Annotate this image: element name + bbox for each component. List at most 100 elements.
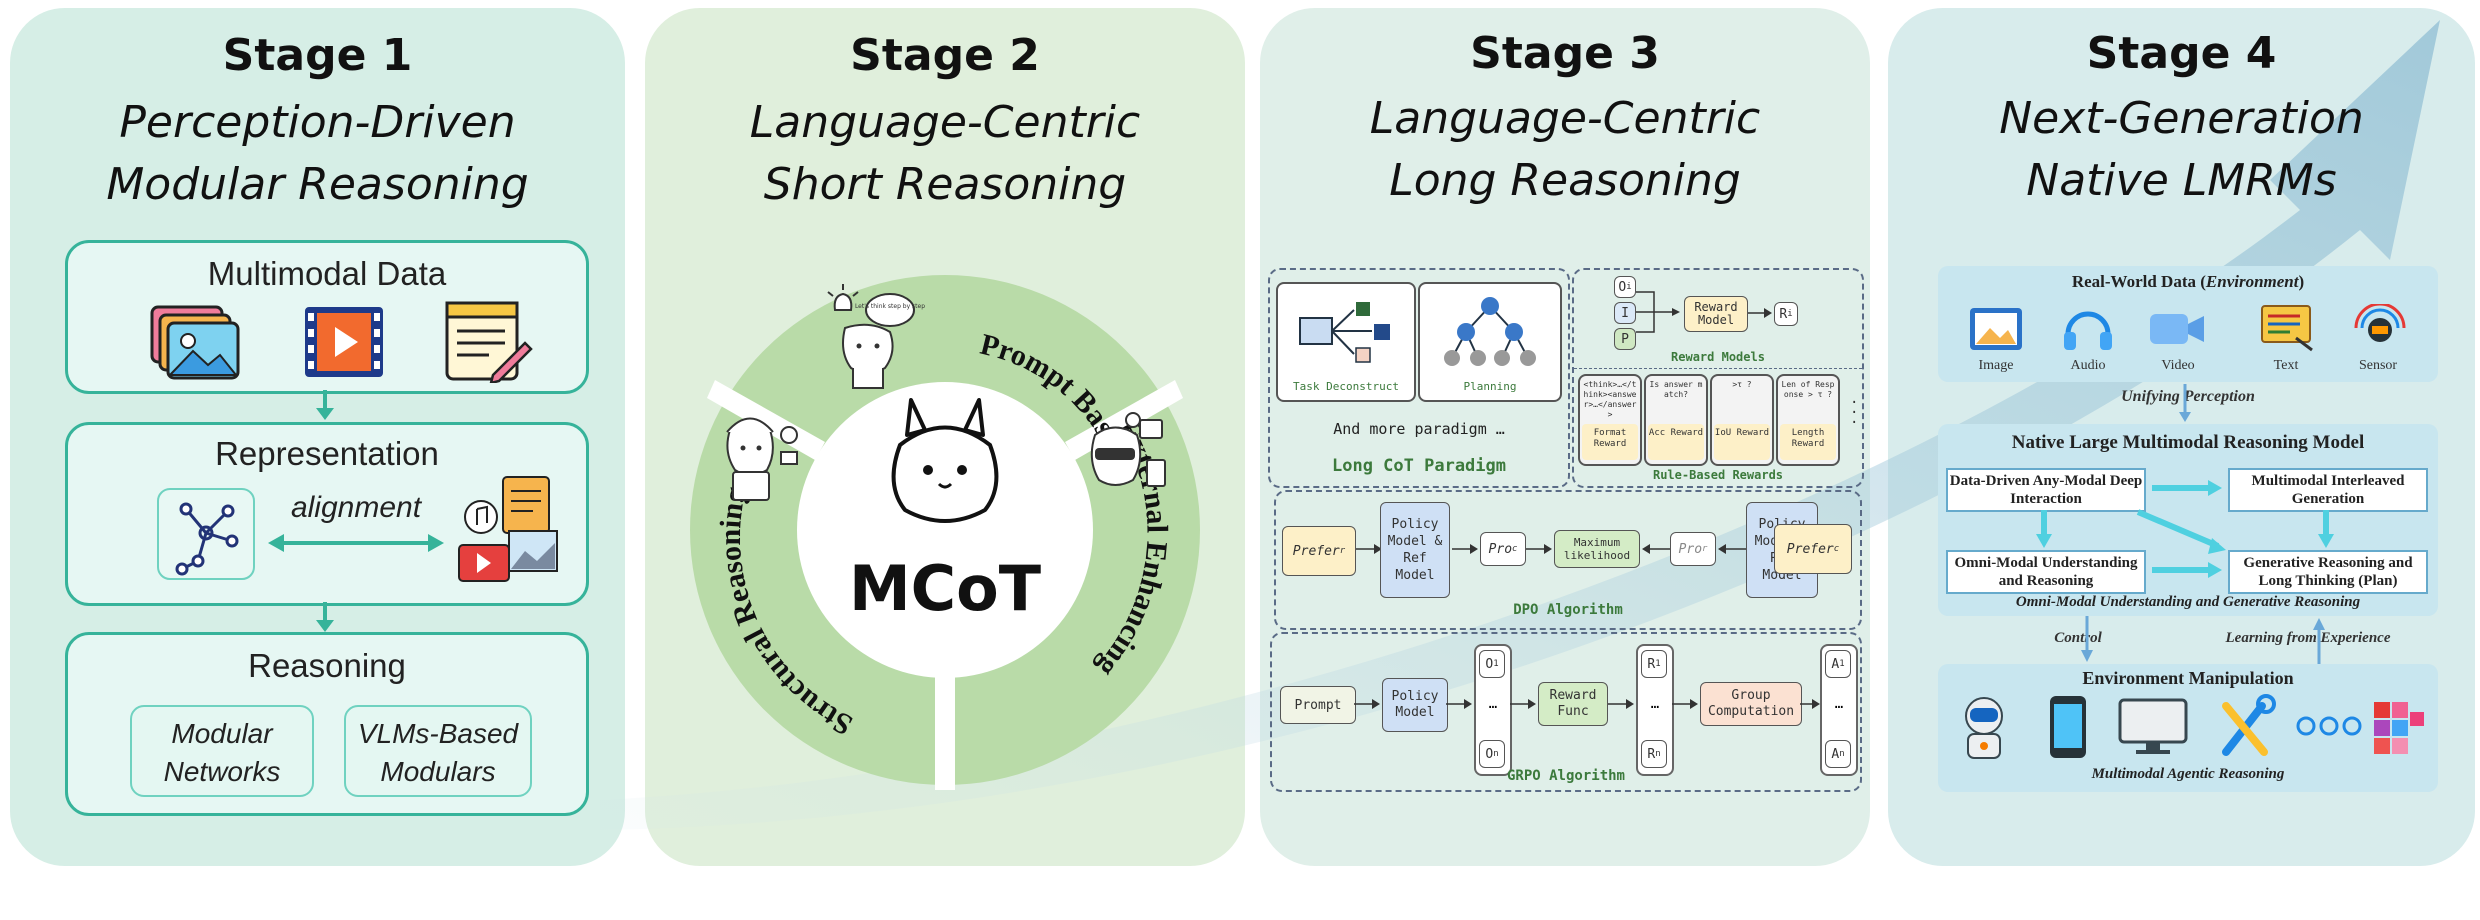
interleaved-box: Multimodal Interleaved Generation (2228, 468, 2428, 512)
stage1-subtitle-2: Modular Reasoning (106, 159, 529, 210)
agentic-caption: Multimodal Agentic Reasoning (2091, 766, 2285, 782)
arrow-left-icon (1718, 544, 1746, 554)
native-model-box: Native Large Multimodal Reasoning Model … (1938, 424, 2438, 616)
stage2-subtitle-1: Language-Centric (749, 97, 1141, 148)
builder-llama-icon (726, 417, 798, 501)
arrow-right-icon (1354, 699, 1380, 709)
env-manip-title: Environment Manipulation (2082, 668, 2294, 688)
rule-reward-condition: Is answer match? (1649, 380, 1703, 399)
task-deconstruct-label: Task Deconstruct (1293, 380, 1399, 393)
multimodal-data-box: Multimodal Data (65, 240, 589, 394)
vlms-based-box: VLMs-Based Modulars (344, 705, 532, 797)
long-cot-box: Task Deconstruct Planning And more parad… (1268, 268, 1570, 488)
arrow-right-icon (1672, 699, 1698, 709)
arrow-right-icon (1748, 308, 1772, 318)
stage3: Stage 3 Language-Centric Long Reasoning … (1260, 0, 1870, 870)
rule-reward-name: Format Reward (1582, 424, 1638, 460)
llama-icon (891, 398, 999, 523)
arrow-down-icon (2179, 384, 2191, 422)
real-world-title: Real-World Data (Environment) (2071, 272, 2305, 291)
video-label: Video (2161, 358, 2195, 373)
prompt-node: Prompt (1280, 686, 1356, 724)
arrow-right-icon (1356, 544, 1382, 554)
rule-reward-name: IoU Reward (1714, 424, 1770, 460)
stage4-title: Stage 4 (2086, 28, 2277, 79)
audio-label: Audio (2070, 358, 2106, 373)
dpo-label: DPO Algorithm (1513, 602, 1623, 618)
rule-based-cards: <think>…</think><answer>…</answer>Format… (1578, 374, 1848, 466)
generative-box: Generative Reasoning and Long Thinking (… (2228, 550, 2428, 594)
arrow-right-icon (1446, 699, 1472, 709)
document-icon (445, 301, 533, 383)
alignment-label: alignment (290, 491, 422, 524)
unifying-perception: Unifying Perception (2121, 388, 2255, 405)
task-deconstruct-icon (1299, 302, 1390, 363)
reasoning-box: Reasoning Modular Networks VLMs-Based Mo… (65, 632, 589, 816)
group-comp-node: Group Computation (1700, 682, 1802, 726)
headphones-icon (2064, 311, 2112, 350)
long-cot-label: Long CoT Paradigm (1332, 456, 1506, 476)
video-camera-icon (2150, 314, 2204, 344)
control-label: Control (2054, 630, 2102, 646)
i-node: I (1614, 302, 1636, 324)
more-dots-icon (2296, 716, 2362, 736)
rule-reward-name: Acc Reward (1648, 424, 1704, 460)
video-icon (305, 307, 383, 377)
representation-box: Representation alignment (65, 422, 589, 606)
arrow-right-icon (1526, 544, 1552, 554)
robot-icon (1965, 697, 2003, 759)
mcot-center-label: MCoT (849, 552, 1041, 625)
planning-label: Planning (1463, 380, 1517, 393)
apps-grid-icon (2374, 702, 2424, 754)
rule-based-label: Rule-Based Rewards (1652, 468, 1784, 482)
arrow-right-icon (1800, 699, 1820, 709)
learning-label: Learning from Experience (2225, 630, 2391, 646)
modular-networks-box: Modular Networks (130, 705, 314, 797)
modular-networks-line2: Networks (163, 756, 281, 787)
modular-networks-line1: Modular (171, 718, 273, 749)
merge-arrow-icon (1636, 291, 1680, 333)
arrow-right-icon (1510, 699, 1536, 709)
rule-reward-card: <think>…</think><answer>…</answer>Format… (1578, 374, 1642, 466)
stage4-subtitle-2: Native LMRMs (2026, 155, 2337, 206)
reward-models-label: Reward Models (1671, 350, 1765, 364)
policy-model-node: Policy Model (1382, 678, 1448, 732)
rule-reward-card: Len of Response > τ ?Length Reward (1776, 374, 1840, 466)
stage3-title: Stage 3 (1470, 28, 1660, 79)
arrow-down-icon (316, 390, 334, 420)
smartphone-icon (2050, 696, 2086, 758)
r-dots: … (1650, 696, 1660, 712)
vlms-line1: VLMs-Based (357, 718, 519, 749)
more-dots: ··· (1850, 395, 1859, 431)
stage4-subtitle-1: Next-Generation (1999, 93, 2364, 144)
omni-caption: Omni-Modal Understanding and Generative … (2015, 594, 2361, 610)
arrow-right-icon (1608, 699, 1634, 709)
arrow-down-icon (316, 602, 334, 632)
p-node: P (1614, 328, 1636, 350)
vlms-line2: Modulars (380, 756, 496, 787)
rule-reward-name: Length Reward (1780, 424, 1836, 460)
tools-icon (2222, 694, 2276, 756)
reward-func-node: Reward Func (1538, 682, 1608, 726)
reward-model-node: Reward Model (1684, 296, 1748, 332)
real-world-box: Real-World Data (Environment) Image Audi… (1938, 266, 2438, 382)
image-icon (150, 305, 240, 380)
stage3-subtitle-1: Language-Centric (1369, 93, 1761, 144)
rule-reward-card: >τ ?IoU Reward (1710, 374, 1774, 466)
image-label: Image (1978, 358, 2014, 373)
